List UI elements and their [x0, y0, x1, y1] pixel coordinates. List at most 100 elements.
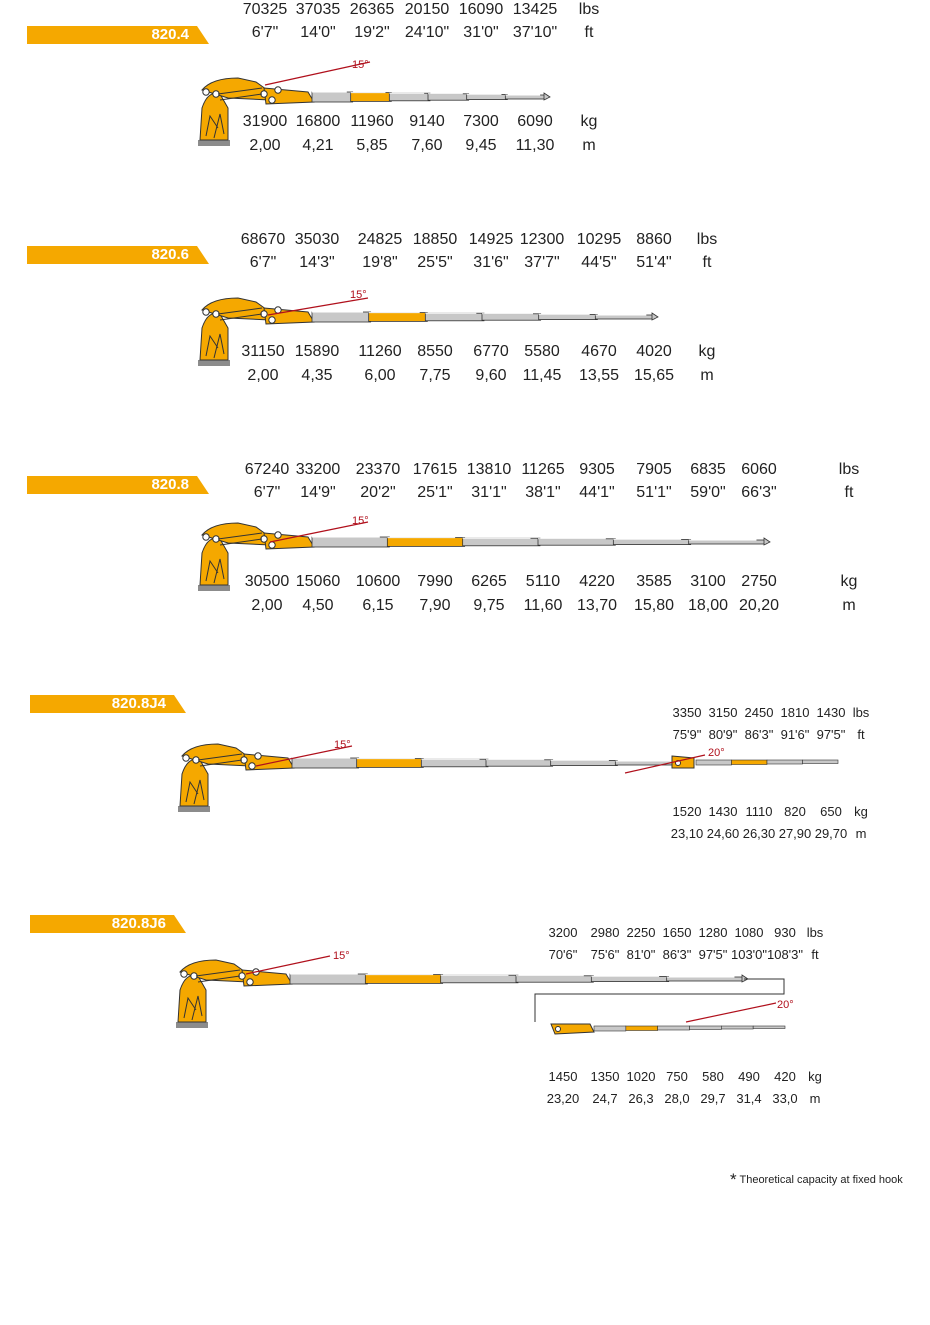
boom-extension	[481, 313, 542, 321]
m-value: 7,60	[411, 137, 443, 154]
lbs-value: 33200	[295, 461, 341, 478]
m-unit: m	[855, 826, 867, 841]
boom-extension	[550, 760, 618, 767]
footnote-star: *	[730, 1170, 737, 1189]
m-value: 4,35	[301, 367, 333, 384]
kg-value: 580	[702, 1069, 724, 1084]
lbs-value: 2980	[590, 925, 620, 940]
angle-label: 15°	[334, 739, 351, 751]
ft-value: 97'5"	[816, 727, 846, 742]
m-unit: m	[842, 597, 856, 614]
lbs-value: 11265	[521, 461, 565, 478]
lbs-value: 35030	[294, 231, 340, 248]
crane-diagram: 15°	[198, 289, 659, 366]
model-name: 820.4	[151, 26, 189, 43]
kg-unit: kg	[698, 343, 716, 360]
boom-extension	[515, 975, 594, 983]
ft-value: 14'0"	[300, 24, 336, 41]
kg-value: 11960	[350, 113, 394, 130]
model-name: 820.8J6	[111, 915, 166, 932]
lbs-value: 6835	[690, 461, 726, 478]
crane-hinge	[274, 531, 282, 539]
crane-diagram: 15°	[198, 59, 551, 146]
kg-value: 7300	[463, 113, 499, 130]
kg-value: 1520	[672, 804, 702, 819]
ft-value: 80'9"	[708, 727, 738, 742]
lbs-value: 68670	[240, 231, 286, 248]
kg-value: 1020	[626, 1069, 656, 1084]
crane-cylinder	[219, 93, 263, 101]
kg-value: 15890	[294, 343, 340, 360]
ft-value: 31'0"	[463, 24, 499, 41]
m-value: 23,20	[546, 1091, 580, 1106]
angle-line	[267, 297, 369, 316]
m-value: 6,00	[364, 367, 396, 384]
crane-detail	[193, 779, 205, 805]
kg-value: 6265	[471, 573, 507, 590]
m-value: 9,75	[473, 597, 505, 614]
m-value: 15,80	[633, 597, 675, 614]
lbs-value: 13810	[466, 461, 512, 478]
m-value: 29,70	[814, 826, 848, 841]
m-value: 4,50	[302, 597, 334, 614]
jib-extension	[695, 759, 732, 766]
boom-extension	[590, 976, 670, 983]
jib-angle-line	[624, 754, 706, 774]
m-unit: m	[582, 137, 596, 154]
kg-value: 5110	[525, 573, 561, 590]
ft-value: 66'3"	[741, 484, 777, 501]
model-name: 820.8	[151, 476, 189, 493]
m-value: 15,65	[633, 367, 675, 384]
boom-extension	[462, 537, 541, 547]
lbs-value: 24825	[357, 231, 403, 248]
jib-extension	[731, 759, 768, 765]
kg-value: 420	[774, 1069, 796, 1084]
lbs-value: 3350	[672, 705, 702, 720]
lbs-unit: lbs	[852, 705, 870, 720]
crane-column	[199, 92, 229, 141]
kg-value: 11260	[358, 343, 402, 360]
ft-value: 14'9"	[300, 484, 336, 501]
boom-extension	[424, 312, 485, 322]
m-value: 18,00	[687, 597, 729, 614]
lbs-value: 26365	[349, 1, 395, 18]
ft-unit: ft	[702, 254, 712, 271]
ft-value: 70'6"	[548, 947, 578, 962]
crane-cylinder	[217, 307, 263, 315]
crane-detail	[213, 113, 225, 139]
model-name: 820.6	[151, 246, 189, 263]
lbs-value: 1430	[816, 705, 846, 720]
kg-value: 1430	[708, 804, 738, 819]
angle-line	[264, 61, 371, 86]
m-value: 11,60	[523, 597, 563, 614]
m-value: 31,4	[736, 1091, 762, 1106]
model-badge: 820.8J6	[30, 915, 186, 933]
jib-extension	[593, 1025, 627, 1032]
crane-cylinder	[195, 969, 241, 977]
crane-base	[198, 585, 230, 591]
lbs-value: 1650	[662, 925, 692, 940]
lbs-value: 3150	[708, 705, 738, 720]
crane-hinge	[202, 88, 210, 96]
lbs-value: 18850	[412, 231, 458, 248]
crane-hinge	[182, 754, 190, 762]
jib-extension	[721, 1025, 754, 1030]
m-unit: m	[809, 1091, 821, 1106]
m-value: 24,7	[592, 1091, 618, 1106]
angle-label: 15°	[333, 950, 350, 962]
lbs-value: 70325	[242, 1, 288, 18]
ft-value: 19'8"	[362, 254, 398, 271]
m-value: 13,70	[576, 597, 618, 614]
m-unit: m	[700, 367, 714, 384]
ft-value: 51'1"	[636, 484, 672, 501]
jib-extension	[752, 1025, 786, 1029]
boom-extension	[311, 536, 390, 548]
m-value: 11,30	[515, 137, 555, 154]
lbs-value: 14925	[468, 231, 514, 248]
kg-value: 4220	[579, 573, 615, 590]
m-value: 2,00	[249, 137, 281, 154]
crane-detail	[185, 780, 199, 803]
